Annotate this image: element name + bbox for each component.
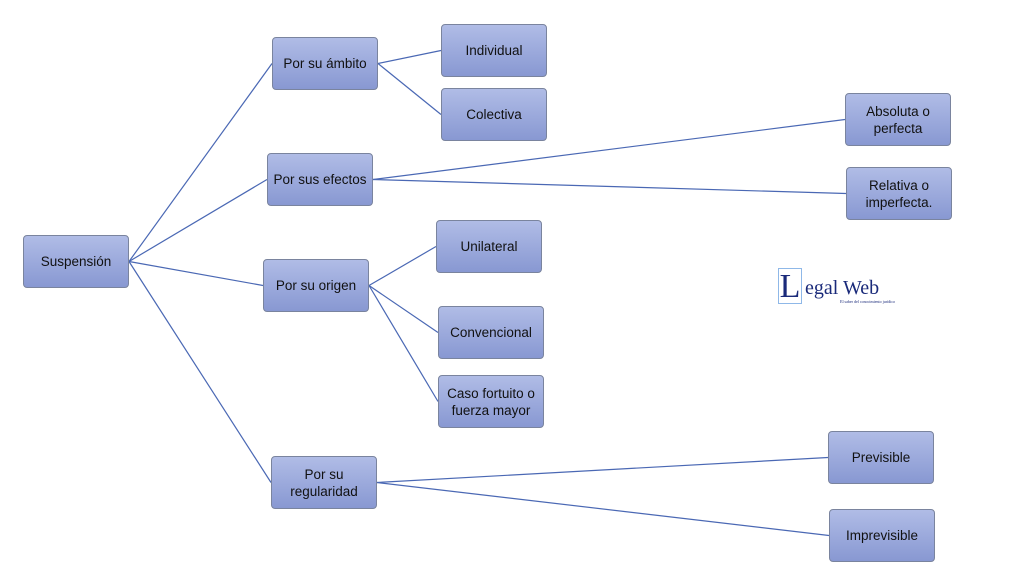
node-suspension: Suspensión — [23, 235, 129, 288]
node-imprevisible: Imprevisible — [829, 509, 935, 562]
connector-line — [128, 178, 268, 263]
node-colectiva: Colectiva — [441, 88, 547, 141]
node-relativa: Relativa o imperfecta. — [846, 167, 952, 220]
connector-line — [128, 63, 273, 262]
node-individual: Individual — [441, 24, 547, 77]
legal-web-logo: L egal Web El saber del conocimiento jur… — [778, 268, 908, 308]
connector-line — [368, 285, 439, 333]
node-previsible: Previsible — [828, 431, 934, 484]
connector-line — [128, 261, 272, 483]
connector-line — [376, 481, 830, 537]
node-por-su-regularidad: Por su regularidad — [271, 456, 377, 509]
node-caso-fortuito: Caso fortuito o fuerza mayor — [438, 375, 544, 428]
connector-line — [377, 63, 442, 115]
logo-initial: L — [778, 268, 802, 305]
node-por-su-ambito: Por su ámbito — [272, 37, 378, 90]
connector-line — [372, 118, 846, 181]
connector-line — [376, 456, 829, 484]
connector-line — [377, 49, 442, 65]
logo-text: egal Web — [805, 277, 880, 299]
connector-line — [368, 285, 439, 402]
connector-line — [368, 245, 437, 287]
connector-line — [128, 260, 264, 287]
node-unilateral: Unilateral — [436, 220, 542, 273]
node-convencional: Convencional — [438, 306, 544, 359]
connector-line — [372, 178, 847, 195]
node-por-sus-efectos: Por sus efectos — [267, 153, 373, 206]
node-absoluta: Absoluta o perfecta — [845, 93, 951, 146]
logo-tagline: El saber del conocimiento jurídico — [840, 299, 896, 304]
node-por-su-origen: Por su origen — [263, 259, 369, 312]
